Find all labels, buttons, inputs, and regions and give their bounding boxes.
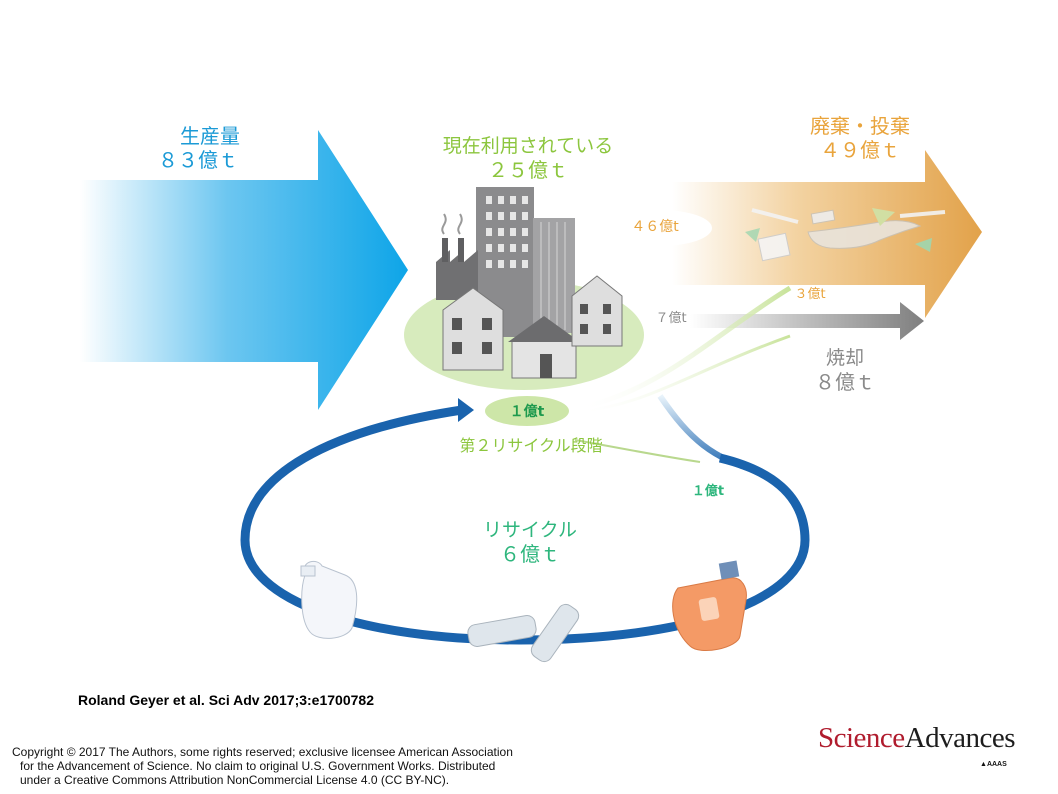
production-arrow bbox=[80, 130, 408, 410]
recycled-title: リサイクル bbox=[482, 519, 578, 541]
discarded-value: ４９億ｔ bbox=[820, 138, 900, 162]
copyright-line: for the Advancement of Science. No claim… bbox=[20, 759, 496, 773]
citation: Roland Geyer et al. Sci Adv 2017;3:e1700… bbox=[78, 692, 374, 708]
copyright-notice: Copyright © 2017 The Authors, some right… bbox=[12, 745, 612, 787]
logo-advances: Advances bbox=[904, 722, 1016, 754]
production-title: 生産量 bbox=[180, 124, 240, 148]
recycle-arrowhead bbox=[458, 398, 474, 422]
logo-science: Science bbox=[818, 722, 905, 754]
incinerated-title: 焼却 bbox=[825, 347, 864, 369]
flow-recycle-to-incineration-label: １億t bbox=[691, 484, 725, 499]
city-icon bbox=[436, 187, 623, 379]
discarded-title: 廃棄・投棄 bbox=[810, 114, 910, 138]
aaas-text: AAAS bbox=[986, 761, 1007, 768]
copyright-line: under a Creative Commons Attribution Non… bbox=[20, 773, 450, 787]
production-value: ８３億ｔ bbox=[158, 148, 238, 172]
bottle-icon bbox=[467, 603, 580, 663]
in-use-value: ２５億ｔ bbox=[488, 158, 568, 182]
in-use-title: 現在利用されている bbox=[442, 135, 614, 157]
flow-to-incineration-label: ７億t bbox=[655, 311, 687, 326]
litter-icon bbox=[745, 208, 946, 262]
second-recycling-stage-label: 第２リサイクル段階 bbox=[459, 436, 603, 455]
second-stage-ellipse bbox=[485, 396, 569, 426]
flow-recycle-to-discard-label: ３億t bbox=[794, 287, 826, 302]
copyright-line: Copyright © 2017 The Authors, some right… bbox=[12, 745, 513, 759]
incineration-arrow bbox=[690, 302, 924, 340]
aaas-logo: ▲AAAS bbox=[980, 761, 1007, 768]
jug-icon bbox=[300, 560, 358, 639]
flow-recycle-loop-label: １億t bbox=[509, 404, 545, 420]
recycled-value: ６億ｔ bbox=[500, 542, 560, 566]
incinerated-value: ８億ｔ bbox=[815, 370, 875, 394]
science-advances-logo: ScienceAdvances bbox=[818, 722, 1016, 755]
flow-to-discard-label: ４６億t bbox=[631, 219, 679, 235]
detergent-icon bbox=[672, 560, 747, 652]
